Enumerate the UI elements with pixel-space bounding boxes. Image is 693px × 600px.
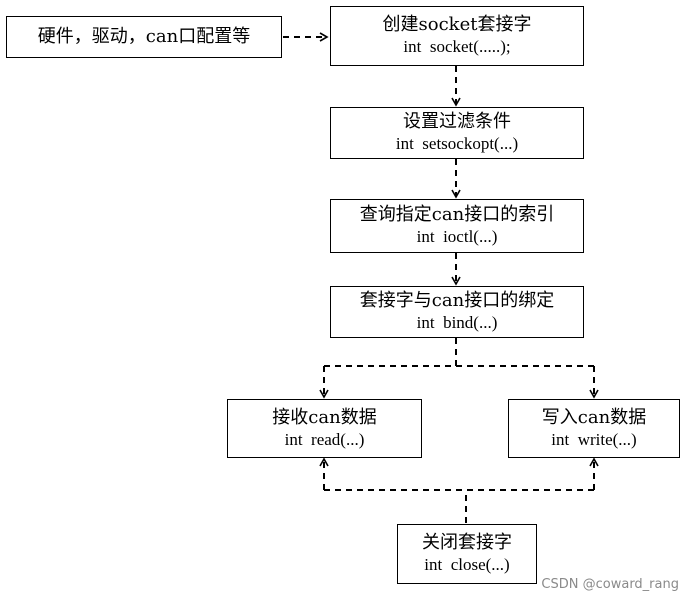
set-filter-code: int setsockopt(...) (395, 134, 519, 153)
box-receive-data: 接收can数据 int read(...) (227, 399, 422, 458)
receive-data-label: 接收can数据 (272, 406, 377, 428)
close-socket-label: 关闭套接字 (422, 532, 512, 553)
box-set-filter: 设置过滤条件 int setsockopt(...) (330, 107, 584, 159)
box-hardware-config: 硬件，驱动，can口配置等 (6, 16, 282, 58)
box-write-data: 写入can数据 int write(...) (508, 399, 680, 458)
hardware-config-label: 硬件，驱动，can口配置等 (37, 26, 251, 47)
close-socket-code: int close(...) (424, 555, 510, 574)
bind-label: 套接字与can接口的绑定 (359, 290, 555, 311)
query-index-label: 查询指定can接口的索引 (359, 204, 555, 225)
create-socket-label: 创建socket套接字 (382, 14, 532, 35)
watermark: CSDN @coward_rang (541, 577, 679, 592)
write-data-label: 写入can数据 (541, 406, 647, 428)
set-filter-label: 设置过滤条件 (403, 111, 511, 132)
box-query-index: 查询指定can接口的索引 int ioctl(...) (330, 199, 584, 253)
box-create-socket: 创建socket套接字 int socket(.....); (330, 6, 584, 66)
create-socket-code: int socket(.....); (403, 37, 511, 56)
write-data-code: int write(...) (551, 429, 637, 449)
receive-data-code: int read(...) (284, 429, 365, 449)
box-close-socket: 关闭套接字 int close(...) (397, 524, 537, 584)
query-index-code: int ioctl(...) (416, 227, 498, 246)
box-bind: 套接字与can接口的绑定 int bind(...) (330, 286, 584, 338)
bind-code: int bind(...) (416, 313, 498, 332)
